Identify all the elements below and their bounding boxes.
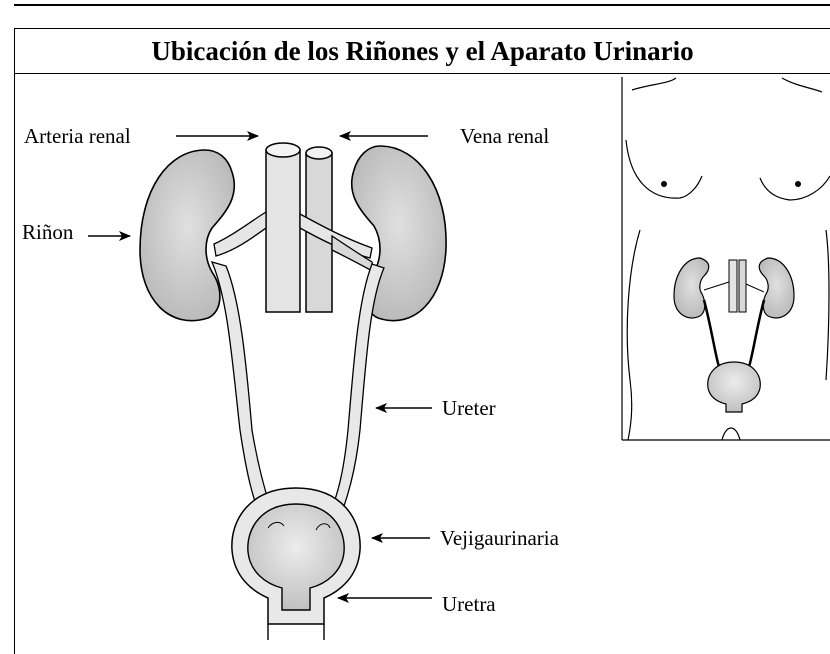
label-kidney: Riñon (22, 220, 73, 245)
label-renal-artery: Arteria renal (24, 124, 131, 149)
aorta-shape (266, 150, 300, 312)
urinary-bladder (232, 488, 360, 640)
renal-vessels (214, 143, 374, 312)
label-bladder: Vejigaurinaria (440, 526, 559, 551)
label-urethra: Uretra (442, 592, 496, 617)
label-ureter: Ureter (442, 396, 496, 421)
torso-inset (622, 77, 830, 440)
left-kidney (140, 150, 234, 321)
label-renal-vein: Vena renal (460, 124, 549, 149)
